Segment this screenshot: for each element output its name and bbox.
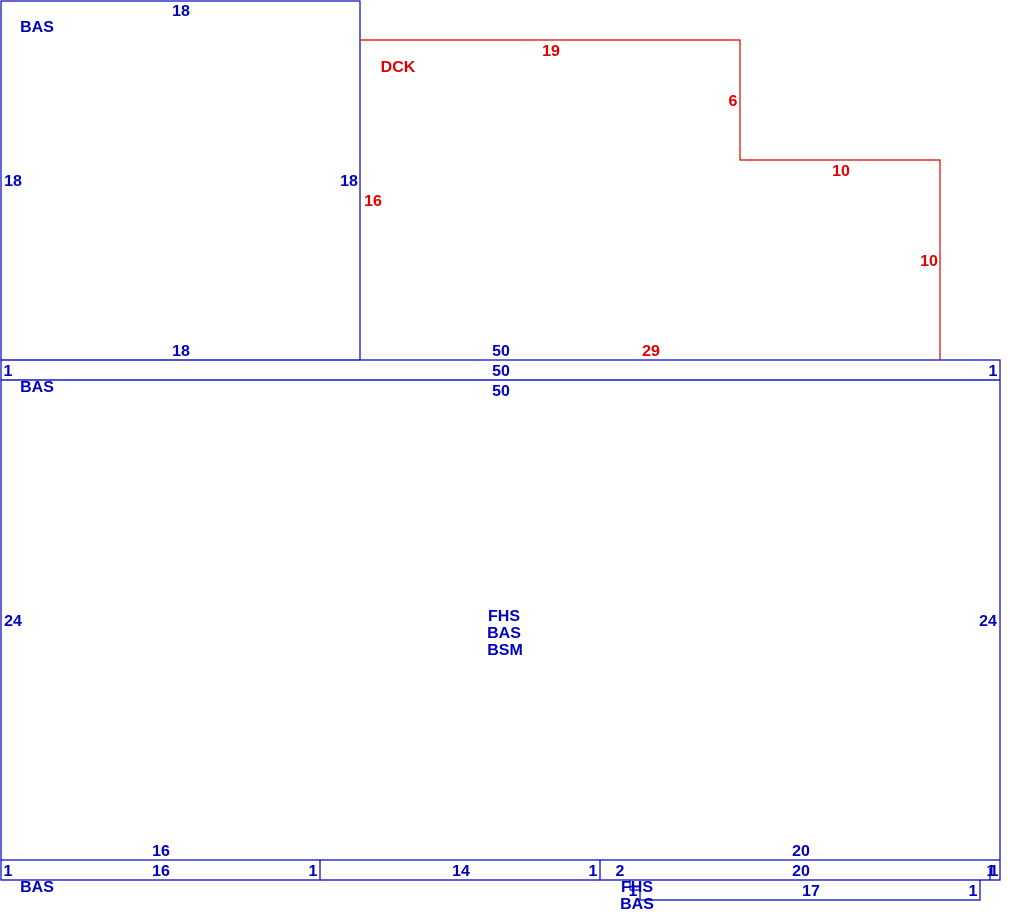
main-area-outline	[0, 379, 1001, 861]
upper-bas-left-dim: 18	[4, 173, 22, 190]
deck-label: DCK	[381, 59, 416, 76]
main-bas-label: BAS	[20, 379, 54, 396]
deck-bottom-dim: 29	[642, 343, 660, 360]
lower-left-left-dim: 1	[4, 863, 13, 880]
main-right-dim: 24	[979, 613, 997, 630]
upper-bas-top-dim: 18	[172, 3, 190, 20]
upper-bas-outline	[0, 0, 361, 361]
lower-left-label: BAS	[20, 879, 54, 896]
lower-right-outer-dim: 1	[987, 863, 996, 880]
lower-left-outline	[0, 860, 321, 881]
gap-right-dim: 1	[589, 863, 598, 880]
main-center-label-2: BAS	[487, 625, 521, 642]
lower-right-top-dim: 20	[792, 843, 810, 860]
lower-left-right-dim: 1	[309, 863, 318, 880]
deck-outline	[360, 39, 941, 360]
main-top-dim: 50	[492, 383, 510, 400]
upper-bas-right-dim: 18	[340, 173, 358, 190]
lower-right-left-dim: 2	[616, 863, 625, 880]
lower-left-top-dim: 16	[152, 843, 170, 860]
main-center-label-3: BSM	[487, 642, 523, 659]
lower-right-middle-dim: 20	[792, 863, 810, 880]
lower-right-sub-bottom-dim: 17	[802, 883, 820, 900]
lower-right-sub-label-2: BAS	[620, 896, 654, 913]
lower-right-sub-outline	[629, 880, 981, 901]
main-center-label-1: FHS	[488, 608, 520, 625]
lower-right-sub-label-1: FHS	[621, 879, 653, 896]
deck-step-horizontal-dim: 10	[832, 163, 850, 180]
gap-bottom-dim: 14	[452, 863, 470, 880]
deck-right-dim: 10	[920, 253, 938, 270]
lower-right-sub-right-dim: 1	[969, 883, 978, 900]
strip-middle-dim: 50	[492, 363, 510, 380]
main-left-dim: 24	[4, 613, 22, 630]
deck-step-vertical-dim: 6	[729, 93, 738, 110]
deck-top-dim: 19	[542, 43, 560, 60]
lower-right-outline	[640, 860, 1001, 881]
upper-bas-bottom-dim: 18	[172, 343, 190, 360]
lower-left-bottom-dim: 16	[152, 863, 170, 880]
lower-right-inner-dim: 1	[990, 863, 999, 880]
strip-right-dim: 1	[989, 363, 998, 380]
strip-left-dim: 1	[4, 363, 13, 380]
strip-top-dim: 50	[492, 343, 510, 360]
deck-left-dim: 16	[364, 193, 382, 210]
lower-right-left-outline	[599, 860, 640, 881]
upper-bas-label: BAS	[20, 19, 54, 36]
lower-right-sub-left-dim: 1	[629, 883, 638, 900]
